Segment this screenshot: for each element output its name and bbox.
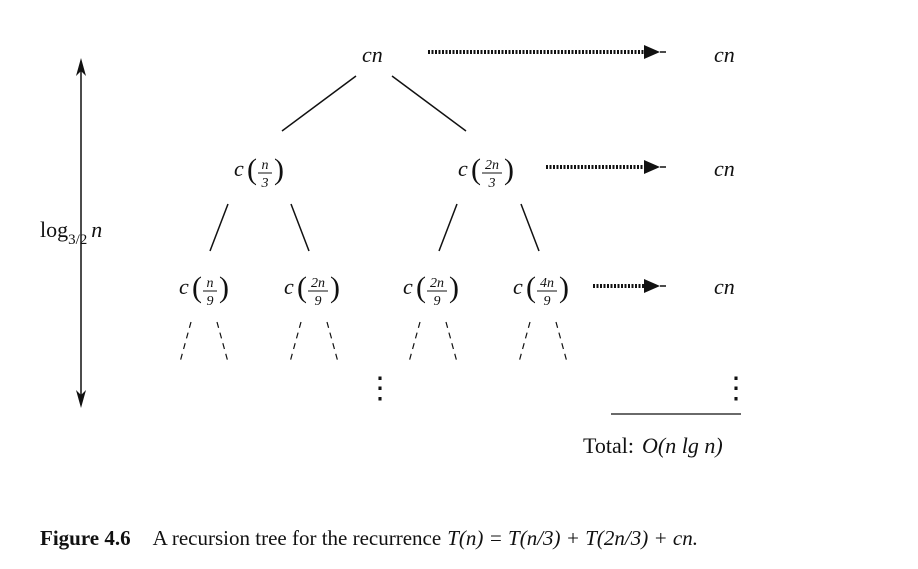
level2-node-1: c ( n 9 ) <box>179 271 229 309</box>
arrow-up-icon <box>76 58 86 76</box>
arrow-down-icon <box>76 390 86 408</box>
continuation-edges <box>179 321 568 363</box>
tree-vdots: ⋮ <box>365 372 395 405</box>
svg-text:9: 9 <box>315 294 322 309</box>
arrowhead-icon <box>644 279 660 293</box>
level-cost-0: cn <box>714 42 735 67</box>
svg-text:2n: 2n <box>485 158 499 173</box>
edge-root-left <box>281 75 357 132</box>
level-cost-2: cn <box>714 274 735 299</box>
svg-text:c: c <box>403 274 413 299</box>
svg-text:c: c <box>458 156 468 181</box>
level1-node-right: c ( 2n 3 ) <box>458 153 514 191</box>
svg-text:): ) <box>504 153 514 186</box>
svg-text:9: 9 <box>207 294 214 309</box>
cost-arrow-root <box>428 45 666 59</box>
svg-text:3: 3 <box>488 176 496 191</box>
edge-l1a-left <box>209 203 229 252</box>
svg-text:9: 9 <box>544 294 551 309</box>
svg-text:): ) <box>274 153 284 186</box>
svg-text:c: c <box>513 274 523 299</box>
level-cost-1: cn <box>714 156 735 181</box>
svg-text:c: c <box>179 274 189 299</box>
svg-text:c: c <box>234 156 244 181</box>
arrowhead-icon <box>644 45 660 59</box>
svg-text:9: 9 <box>434 294 441 309</box>
level1-node-left: c ( n 3 ) <box>234 153 284 191</box>
svg-text:n: n <box>207 276 214 291</box>
svg-text:2n: 2n <box>430 276 444 291</box>
level2-node-3: c ( 2n 9 ) <box>403 271 459 309</box>
edge-l1a-right <box>290 203 310 252</box>
level2-node-2: c ( 2n 9 ) <box>284 271 340 309</box>
svg-text:): ) <box>219 271 229 304</box>
svg-text:): ) <box>449 271 459 304</box>
svg-text:(: ( <box>526 271 536 304</box>
svg-text:(: ( <box>297 271 307 304</box>
svg-text:c: c <box>284 274 294 299</box>
edge-root-right <box>391 75 467 132</box>
root-node: cn <box>362 42 383 67</box>
svg-text:(: ( <box>416 271 426 304</box>
cost-arrow-level2 <box>593 279 666 293</box>
cost-vdots: ⋮ <box>721 372 751 405</box>
cost-arrow-level1 <box>546 160 666 174</box>
height-arrow <box>76 58 86 408</box>
level2-node-4: c ( 4n 9 ) <box>513 271 569 309</box>
svg-text:n: n <box>262 158 269 173</box>
svg-text:(: ( <box>471 153 481 186</box>
svg-text:3: 3 <box>261 176 269 191</box>
arrowhead-icon <box>644 160 660 174</box>
svg-text:): ) <box>330 271 340 304</box>
total-cost: Total:O(n lg n) <box>583 433 723 458</box>
svg-text:(: ( <box>247 153 257 186</box>
svg-text:(: ( <box>192 271 202 304</box>
edge-l1b-right <box>520 203 540 252</box>
svg-text:4n: 4n <box>540 276 554 291</box>
svg-text:2n: 2n <box>311 276 325 291</box>
edge-l1b-left <box>438 203 458 252</box>
svg-text:): ) <box>559 271 569 304</box>
